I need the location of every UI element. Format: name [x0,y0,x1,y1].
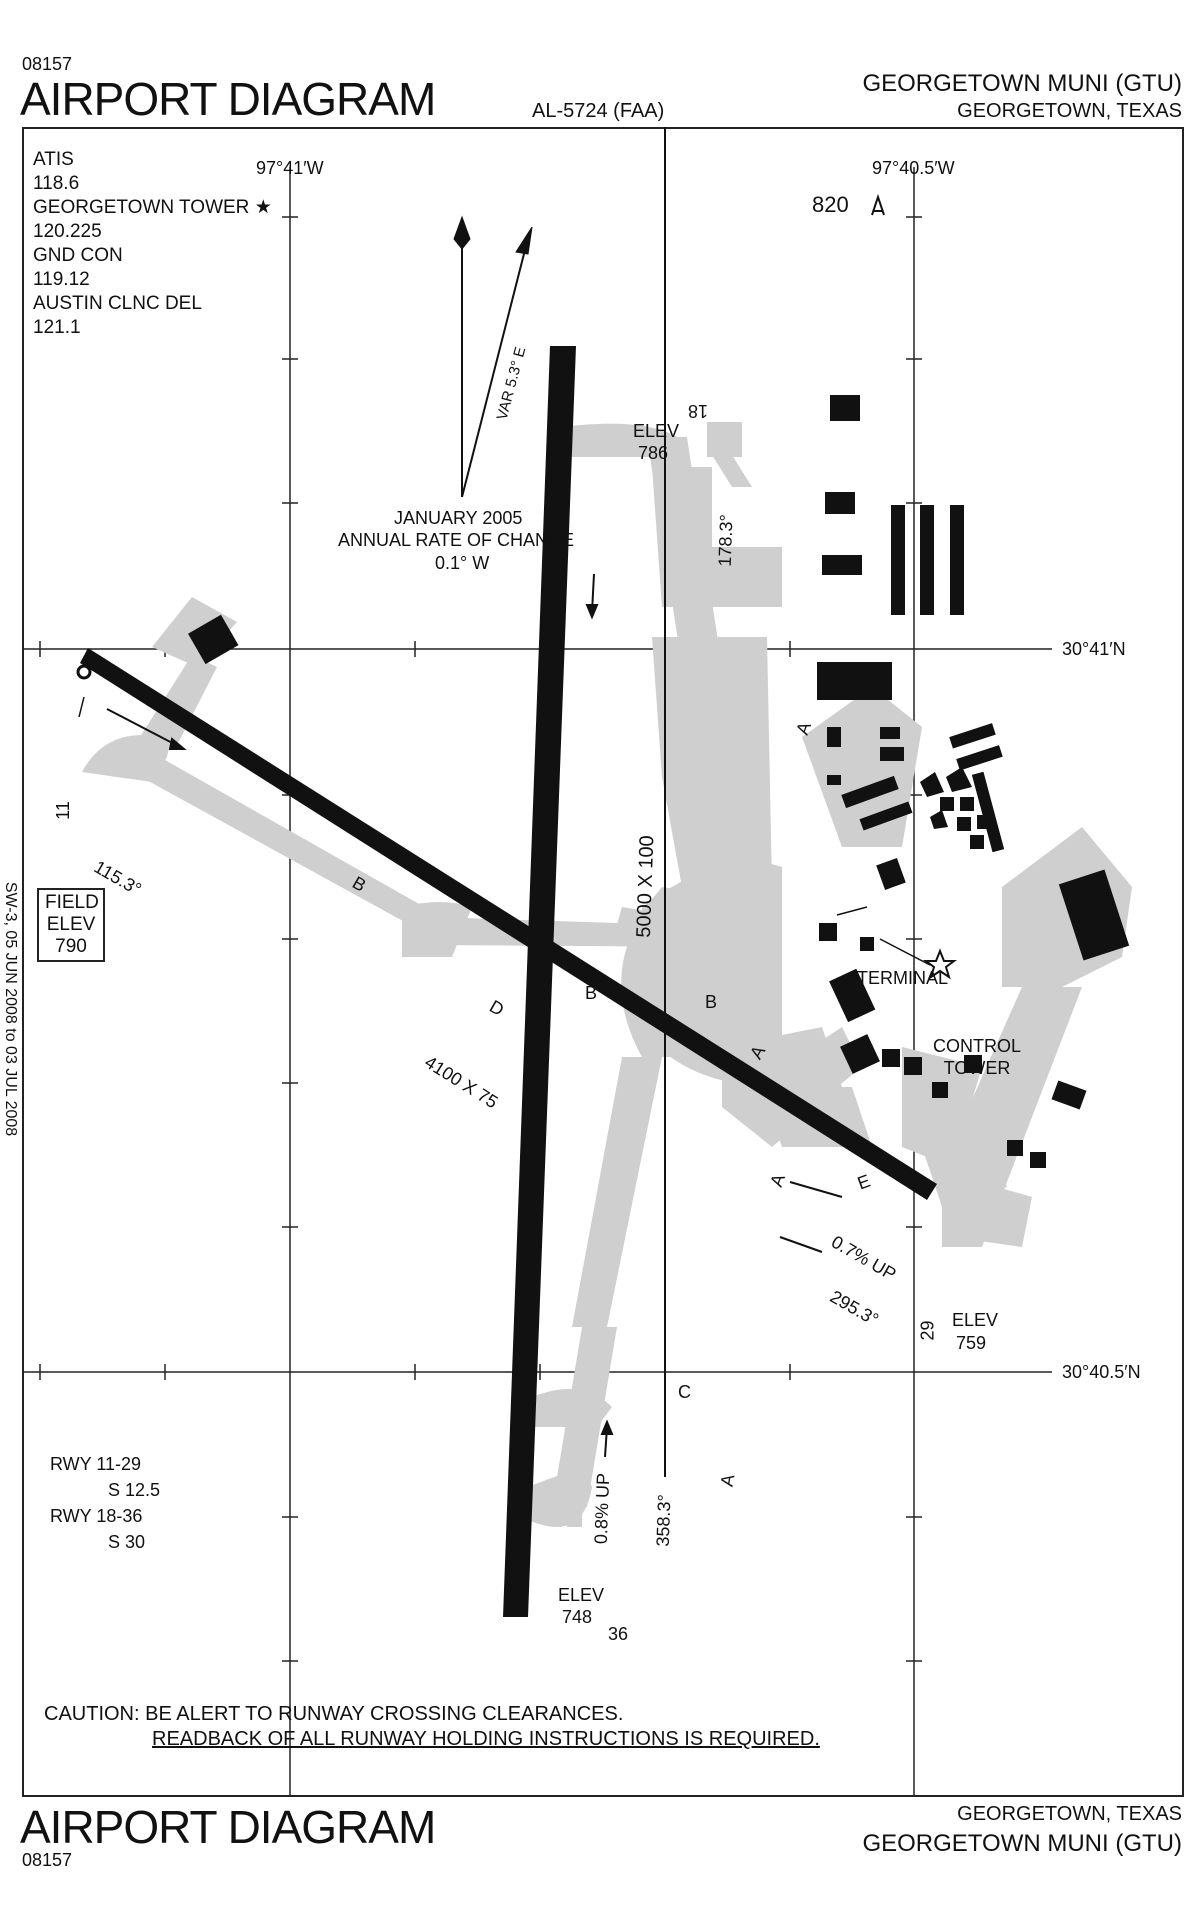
strength-rwy-18-36-value: S 30 [108,1532,146,1552]
runways [76,346,937,1617]
longitude-west-label: 97°41′W [256,158,324,178]
runway-29-elev: 759 [956,1333,987,1353]
runway-29-elev-label: ELEV [952,1310,999,1330]
latitude-south-label: 30°40.5′N [1062,1362,1141,1382]
chart-id: AL-5724 (FAA) [532,100,665,122]
tower-label: GEORGETOWN TOWER [33,197,250,218]
north-arrows [453,215,533,498]
diagram-frame [22,127,1184,1797]
frequency-block: ATIS 118.6 GEORGETOWN TOWER ★ 120.225 GN… [33,148,272,340]
caution-line-2: READBACK OF ALL RUNWAY HOLDING INSTRUCTI… [152,1728,820,1750]
runway-18-heading: 178.3° [714,514,737,567]
runway-36-elev: 748 [562,1607,593,1627]
runway-11-29 [80,648,937,1200]
strength-rwy-11-29: RWY 11-29 [50,1454,142,1474]
ground-frequency: 119.12 [33,269,90,290]
field-elevation-point [76,664,92,680]
runway-11-number: 11 [52,801,73,820]
field-elev-value: 790 [55,936,87,957]
atis-frequency: 118.6 [33,173,80,194]
buildings [188,395,1130,1168]
latitude-north-label: 30°41′N [1062,639,1126,659]
chart-title: AIRPORT DIAGRAM [20,73,436,125]
obstacle-elevation: 820 [812,192,849,217]
runway-29-number: 29 [917,1320,938,1341]
footer-city-state: GEORGETOWN, TEXAS [957,1803,1182,1825]
longitude-east-label: 97°40.5′W [872,158,955,178]
clearance-label: AUSTIN CLNC DEL [33,293,202,314]
mag-rate: 0.1° W [435,553,490,573]
mag-rate-label: ANNUAL RATE OF CHANGE [338,530,575,550]
taxiway-b-label-mid: B [585,983,598,1003]
tower-frequency: 120.225 [33,221,102,242]
mag-date: JANUARY 2005 [394,508,523,528]
strength-rwy-18-36: RWY 18-36 [50,1506,143,1526]
airport-diagram-map [22,127,1132,1797]
procedure-number: 08157 [22,54,73,74]
clearance-frequency: 121.1 [33,317,81,338]
taxiway-surfaces [82,422,1132,1527]
pointer-lines [78,696,931,966]
runway-36-number: 36 [608,1624,629,1644]
taxiway-c-label: C [678,1382,691,1402]
taxiway-b-label-east: B [705,992,718,1012]
obstacle-icon [871,193,885,216]
runway-18-elev-label: ELEV [633,421,680,441]
runway-36-elev-label: ELEV [558,1585,605,1605]
footer-airport-name: GEORGETOWN MUNI (GTU) [862,1830,1182,1857]
tower-star-icon: ★ [254,197,272,218]
airport-name: GEORGETOWN MUNI (GTU) [862,70,1182,97]
runway-18-36-dimensions: 5000 X 100 [632,834,659,938]
control-tower-label: CONTROL TOWER [932,1036,1021,1078]
beacon-star-icon [923,948,957,980]
field-elev-label: FIELD ELEV [45,892,99,935]
caution-line-1: CAUTION: BE ALERT TO RUNWAY CROSSING CLE… [44,1703,624,1725]
strength-rwy-11-29-value: S 12.5 [108,1480,161,1500]
footer-title: AIRPORT DIAGRAM [20,1801,436,1853]
effective-dates: SW-3, 05 JUN 2008 to 03 JUL 2008 [2,881,19,1137]
ground-label: GND CON [33,245,123,266]
runway-36-heading: 358.3° [652,1494,675,1547]
runway-18-36 [503,346,576,1617]
field-elevation-box: FIELD ELEV 790 [37,888,105,962]
footer-procedure-number: 08157 [22,1850,73,1870]
atis-label: ATIS [33,149,74,170]
city-state: GEORGETOWN, TEXAS [957,100,1182,122]
runway-18-number: 18 [688,401,709,421]
terminal-label: TERMINAL [857,968,949,988]
heading-arrows [106,127,843,1477]
runway-36-gradient: 0.8% UP [590,1472,614,1545]
runway-18-elev: 786 [638,443,669,463]
